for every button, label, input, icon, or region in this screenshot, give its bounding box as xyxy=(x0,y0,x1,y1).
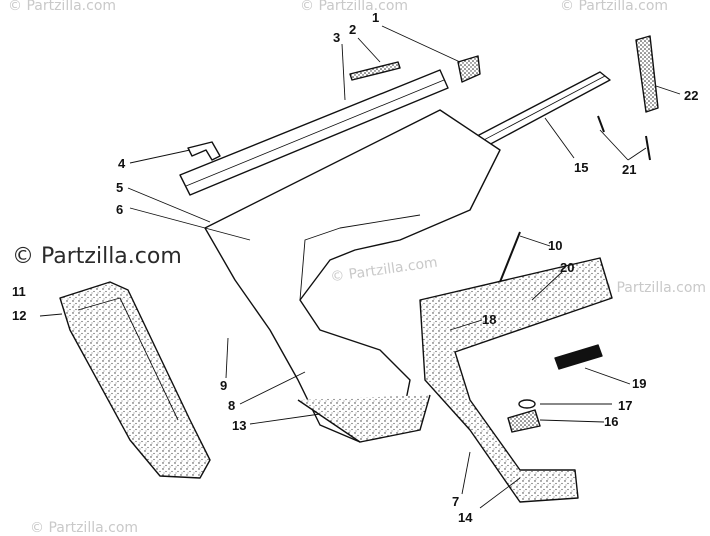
callout-21: 21 xyxy=(622,162,636,177)
callout-6: 6 xyxy=(116,202,123,217)
callout-17: 17 xyxy=(618,398,632,413)
part-2-strip xyxy=(349,61,401,81)
callout-15: 15 xyxy=(574,160,588,175)
part-14-rear-panel xyxy=(419,257,613,503)
watermark-main: © Partzilla.com xyxy=(12,244,182,269)
callout-22: 22 xyxy=(684,88,698,103)
watermark: © Partzilla.com xyxy=(300,0,409,14)
part-21-bolts xyxy=(597,115,651,161)
callout-2: 2 xyxy=(349,22,356,37)
part-1-clip xyxy=(457,55,481,83)
watermark: © Partzilla.com xyxy=(560,0,669,14)
callout-5: 5 xyxy=(116,180,123,195)
part-22-upright-bracket xyxy=(635,35,659,113)
callout-14: 14 xyxy=(458,510,473,525)
part-16-plate xyxy=(507,409,541,433)
callout-7: 7 xyxy=(452,494,459,509)
part-12-bumper xyxy=(59,281,211,479)
callout-8: 8 xyxy=(228,398,235,413)
part-3-top-rail xyxy=(179,69,449,196)
callout-4: 4 xyxy=(118,156,126,171)
callout-18: 18 xyxy=(482,312,496,327)
watermark: © Partzilla.com xyxy=(598,280,707,296)
callout-12: 12 xyxy=(12,308,26,323)
callout-16: 16 xyxy=(604,414,618,429)
callout-11: 11 xyxy=(12,284,26,299)
part-17-grommet xyxy=(518,399,536,409)
part-4-bracket xyxy=(187,141,221,161)
watermark: © Partzilla.com xyxy=(30,520,139,536)
part-10-rod xyxy=(499,231,521,283)
callout-9: 9 xyxy=(220,378,227,393)
part-13-hood-panel xyxy=(204,109,501,443)
callout-10: 10 xyxy=(548,238,562,253)
callout-20: 20 xyxy=(560,260,574,275)
callout-1: 1 xyxy=(372,10,379,25)
watermark: © Partzilla.com xyxy=(8,0,117,14)
callout-3: 3 xyxy=(333,30,340,45)
part-19-decal xyxy=(554,344,603,370)
callout-19: 19 xyxy=(632,376,646,391)
callout-13: 13 xyxy=(232,418,246,433)
